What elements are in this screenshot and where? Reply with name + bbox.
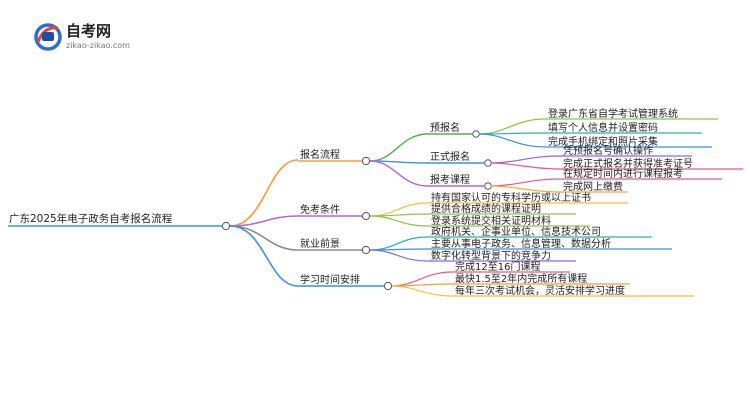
leaf-submit-materials: 登录系统提交相关证明材料 bbox=[431, 214, 551, 227]
connector-root-branch-2 bbox=[229, 225, 299, 251]
connector-root-branch-0 bbox=[229, 159, 299, 227]
connector-leaf bbox=[490, 185, 561, 193]
leaf-confirm-prereg: 凭预报名号确认操作 bbox=[563, 144, 653, 157]
leaf-exam-opportunities: 每年三次考试机会，灵活安排学习进度 bbox=[455, 284, 625, 297]
connector-leaf bbox=[490, 162, 561, 170]
branch-exemption-conditions[interactable]: 免考条件 持有国家认可的专科学历或以上证书 提供合格成绩的课程证明 登录系统提交… bbox=[298, 191, 628, 227]
root-collapse-toggle[interactable] bbox=[221, 221, 231, 231]
root-node[interactable]: 广东2025年电子政务自考报名流程 bbox=[8, 212, 231, 231]
connector-leaf bbox=[490, 178, 561, 187]
connector-sub-pre-reg bbox=[369, 133, 429, 162]
connector-leaf bbox=[478, 118, 546, 135]
site-logo[interactable]: 自考网 zikao-zikao.com bbox=[34, 22, 130, 51]
branch-collapse-toggle[interactable] bbox=[361, 211, 371, 221]
leaf-job-roles: 主要从事电子政务、信息管理、数据分析 bbox=[431, 237, 611, 250]
branch-collapse-toggle[interactable] bbox=[361, 156, 371, 166]
subnode-collapse-toggle[interactable] bbox=[484, 159, 492, 167]
leaf-employers: 政府机关、企事业单位、信息技术公司 bbox=[431, 225, 601, 238]
connector-leaf bbox=[391, 285, 453, 297]
root-connectors bbox=[229, 159, 299, 287]
subnode-formal-registration[interactable]: 正式报名 凭预报名号确认操作 完成正式报名并获得准考证号 bbox=[428, 144, 743, 170]
connector-leaf bbox=[490, 155, 561, 164]
leaf-online-payment: 完成网上缴费 bbox=[563, 180, 623, 193]
connector-leaf bbox=[369, 236, 429, 251]
leaf-competitiveness: 数字化转型背景下的竞争力 bbox=[431, 249, 551, 262]
subnode-label-formal-registration: 正式报名 bbox=[430, 150, 470, 163]
branch-career-prospects[interactable]: 就业前景 政府机关、企事业单位、信息技术公司 主要从事电子政务、信息管理、数据分… bbox=[298, 225, 672, 262]
subnode-pre-registration[interactable]: 预报名 登录广东省自学考试管理系统 填写个人信息并设置密码 完成手机绑定和照片采… bbox=[428, 107, 718, 148]
branch-collapse-toggle[interactable] bbox=[361, 245, 371, 255]
branch-label-exemption-conditions: 免考条件 bbox=[300, 203, 340, 216]
subnode-collapse-toggle[interactable] bbox=[484, 182, 492, 190]
connector-sub-course bbox=[369, 160, 429, 187]
subnode-label-course-registration: 报考课程 bbox=[430, 173, 470, 186]
logo-mark-icon bbox=[34, 23, 62, 51]
connector-leaf bbox=[369, 249, 429, 262]
connector-leaf bbox=[369, 215, 429, 227]
connector-root-branch-1 bbox=[229, 215, 299, 227]
leaf-course-in-time: 在规定时间内进行课程报考 bbox=[563, 167, 683, 180]
leaf-score-proof: 提供合格成绩的课程证明 bbox=[431, 202, 541, 215]
branch-registration-process[interactable]: 报名流程 预报名 登录广东省自学考试管理系统 填写个人信息并设置密码 完成手机绑… bbox=[298, 107, 743, 193]
subnode-collapse-toggle[interactable] bbox=[472, 130, 480, 138]
branch-label-career-prospects: 就业前景 bbox=[300, 237, 340, 250]
logo-subtitle: zikao-zikao.com bbox=[66, 41, 130, 50]
leaf-phone-photo: 完成手机绑定和照片采集 bbox=[548, 135, 658, 148]
branch-collapse-toggle[interactable] bbox=[383, 281, 393, 291]
logo-title: 自考网 bbox=[66, 22, 111, 40]
branch-label-study-schedule: 学习时间安排 bbox=[300, 273, 360, 286]
leaf-get-ticket: 完成正式报名并获得准考证号 bbox=[563, 157, 693, 170]
branch-label-registration-process: 报名流程 bbox=[300, 148, 340, 161]
subnode-label-pre-registration: 预报名 bbox=[430, 121, 460, 134]
leaf-fill-info: 填写个人信息并设置密码 bbox=[548, 121, 658, 134]
branch-study-schedule[interactable]: 学习时间安排 完成12至16门课程 最快1.5至2年内完成所有课程 每年三次考试… bbox=[298, 260, 694, 297]
connector-root-branch-3 bbox=[229, 225, 299, 287]
subnode-course-registration[interactable]: 报考课程 在规定时间内进行课程报考 完成网上缴费 bbox=[428, 167, 722, 193]
leaf-course-count: 完成12至16门课程 bbox=[455, 260, 540, 273]
leaf-degree-certificate: 持有国家认可的专科学历或以上证书 bbox=[431, 191, 591, 204]
connector-leaf bbox=[478, 133, 546, 148]
logo-swoosh-icon bbox=[36, 26, 59, 43]
leaf-fastest-duration: 最快1.5至2年内完成所有课程 bbox=[455, 272, 587, 285]
root-label: 广东2025年电子政务自考报名流程 bbox=[9, 212, 173, 225]
leaf-login-system: 登录广东省自学考试管理系统 bbox=[548, 107, 678, 120]
logo-cap-icon bbox=[42, 32, 54, 41]
